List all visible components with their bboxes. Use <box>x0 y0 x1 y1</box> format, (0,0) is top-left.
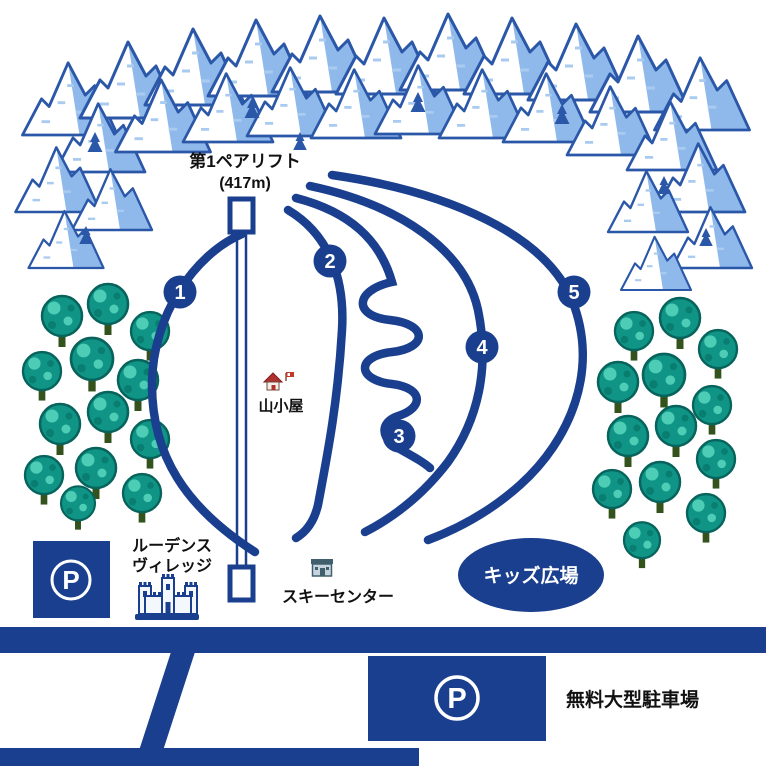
tree-icon <box>697 328 739 380</box>
trail-2-badge <box>313 244 347 278</box>
trail-5-badge <box>557 275 591 309</box>
trail-badges: 1 2 3 4 5 <box>163 244 591 453</box>
castle-icon <box>135 574 199 620</box>
village-label-line1: ルーデンス <box>132 536 212 555</box>
trail-3-number: 3 <box>393 426 404 448</box>
tree-icon <box>38 402 82 457</box>
tree-icon <box>121 472 163 524</box>
tree-icon <box>622 521 662 570</box>
branch-road <box>134 652 195 766</box>
tree-icon <box>691 384 733 436</box>
tree-icon <box>21 350 63 402</box>
parking-small-letter: P <box>62 565 79 595</box>
hut-icon <box>262 372 294 391</box>
tree-icon <box>685 492 727 544</box>
tree-icon <box>40 294 84 349</box>
tree-icon <box>695 438 737 490</box>
parking-large-ring <box>434 675 480 721</box>
trail-4-number: 4 <box>476 337 488 359</box>
trails <box>147 170 587 557</box>
mountain-range <box>14 12 754 292</box>
roads <box>0 627 766 766</box>
trail-1-line <box>147 229 260 557</box>
tree-icon <box>591 468 633 520</box>
tree-icon <box>658 296 702 351</box>
lift-name-label: 第1ペアリフト <box>189 151 300 171</box>
tree-icon <box>654 404 698 459</box>
trail-5-number: 5 <box>568 282 579 304</box>
trail-1-badge <box>163 275 197 309</box>
tree-icon <box>23 454 65 506</box>
bottom-road <box>0 748 419 766</box>
parking-lot-large: P <box>368 656 546 741</box>
trail-4-badge <box>465 330 499 364</box>
pair-lift <box>227 196 256 603</box>
ski-center-icon <box>311 559 333 577</box>
parking-large-letter: P <box>447 683 466 715</box>
tree-icon <box>86 282 130 337</box>
tree-icon <box>606 414 650 469</box>
trail-5-line <box>327 170 587 545</box>
kids-area-label: キッズ広場 <box>483 564 578 587</box>
trail-1-number: 1 <box>174 282 185 304</box>
tree-icon <box>641 352 687 409</box>
parking-sign-small: P <box>33 541 110 618</box>
trail-3-badge <box>382 419 416 453</box>
tree-icon <box>69 336 115 393</box>
mountain-icon <box>670 205 754 270</box>
lift-top-station <box>227 196 256 235</box>
parking-large-text: 無料大型駐車場 <box>566 688 699 711</box>
tree-icon <box>59 485 97 531</box>
lift-elevation-label: (417m) <box>219 175 271 192</box>
ski-center-label: スキーセンター <box>282 588 394 606</box>
tree-icon <box>596 360 640 415</box>
lift-bottom-station <box>227 564 256 603</box>
trail-2-number: 2 <box>324 251 335 273</box>
village-label-line2: ヴィレッジ <box>132 556 212 575</box>
kids-area-ellipse <box>458 538 604 612</box>
tree-icon <box>638 460 682 515</box>
main-road <box>0 627 766 653</box>
hut-label: 山小屋 <box>258 398 303 415</box>
tree-icon <box>613 310 655 362</box>
tree-icon <box>86 390 130 445</box>
parking-small-ring <box>50 559 92 601</box>
